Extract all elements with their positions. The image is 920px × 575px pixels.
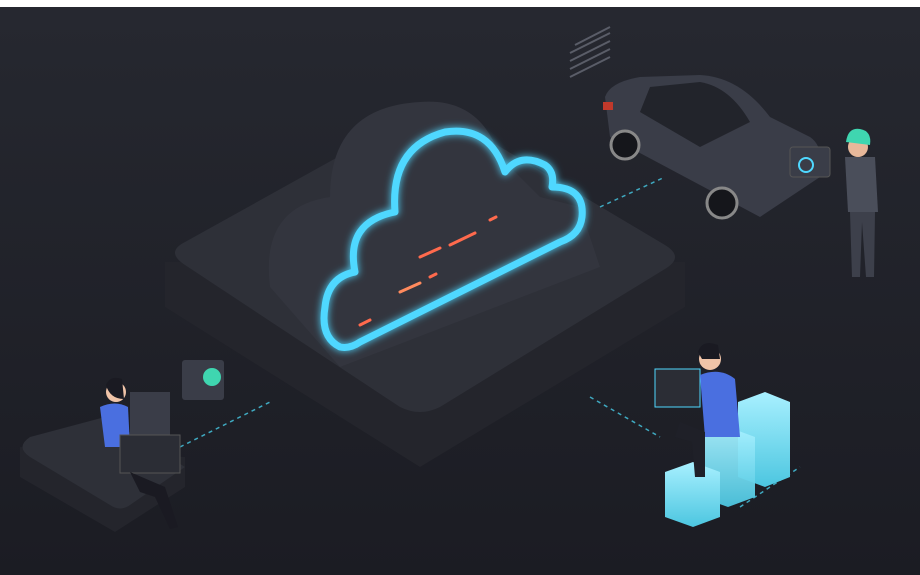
bar-cubes: [665, 392, 790, 527]
man-with-laptop: [654, 343, 740, 477]
laptop: [119, 434, 181, 474]
pie-chart-icon: [203, 368, 221, 386]
cloud-outline: [320, 127, 586, 351]
woman-with-laptop: [100, 360, 224, 529]
wheel-icon: [609, 129, 641, 161]
stripes-decoration: [569, 26, 611, 78]
data-dashes: [358, 215, 498, 327]
cloud-illustration: [0, 7, 920, 575]
dashed-connectors: [179, 176, 801, 508]
mechanic-person: [789, 128, 878, 277]
wheel-icon: [705, 186, 739, 220]
car: [603, 75, 822, 220]
laptop: [654, 368, 701, 408]
gauge-icon: [798, 157, 814, 173]
cloud: [268, 101, 600, 367]
